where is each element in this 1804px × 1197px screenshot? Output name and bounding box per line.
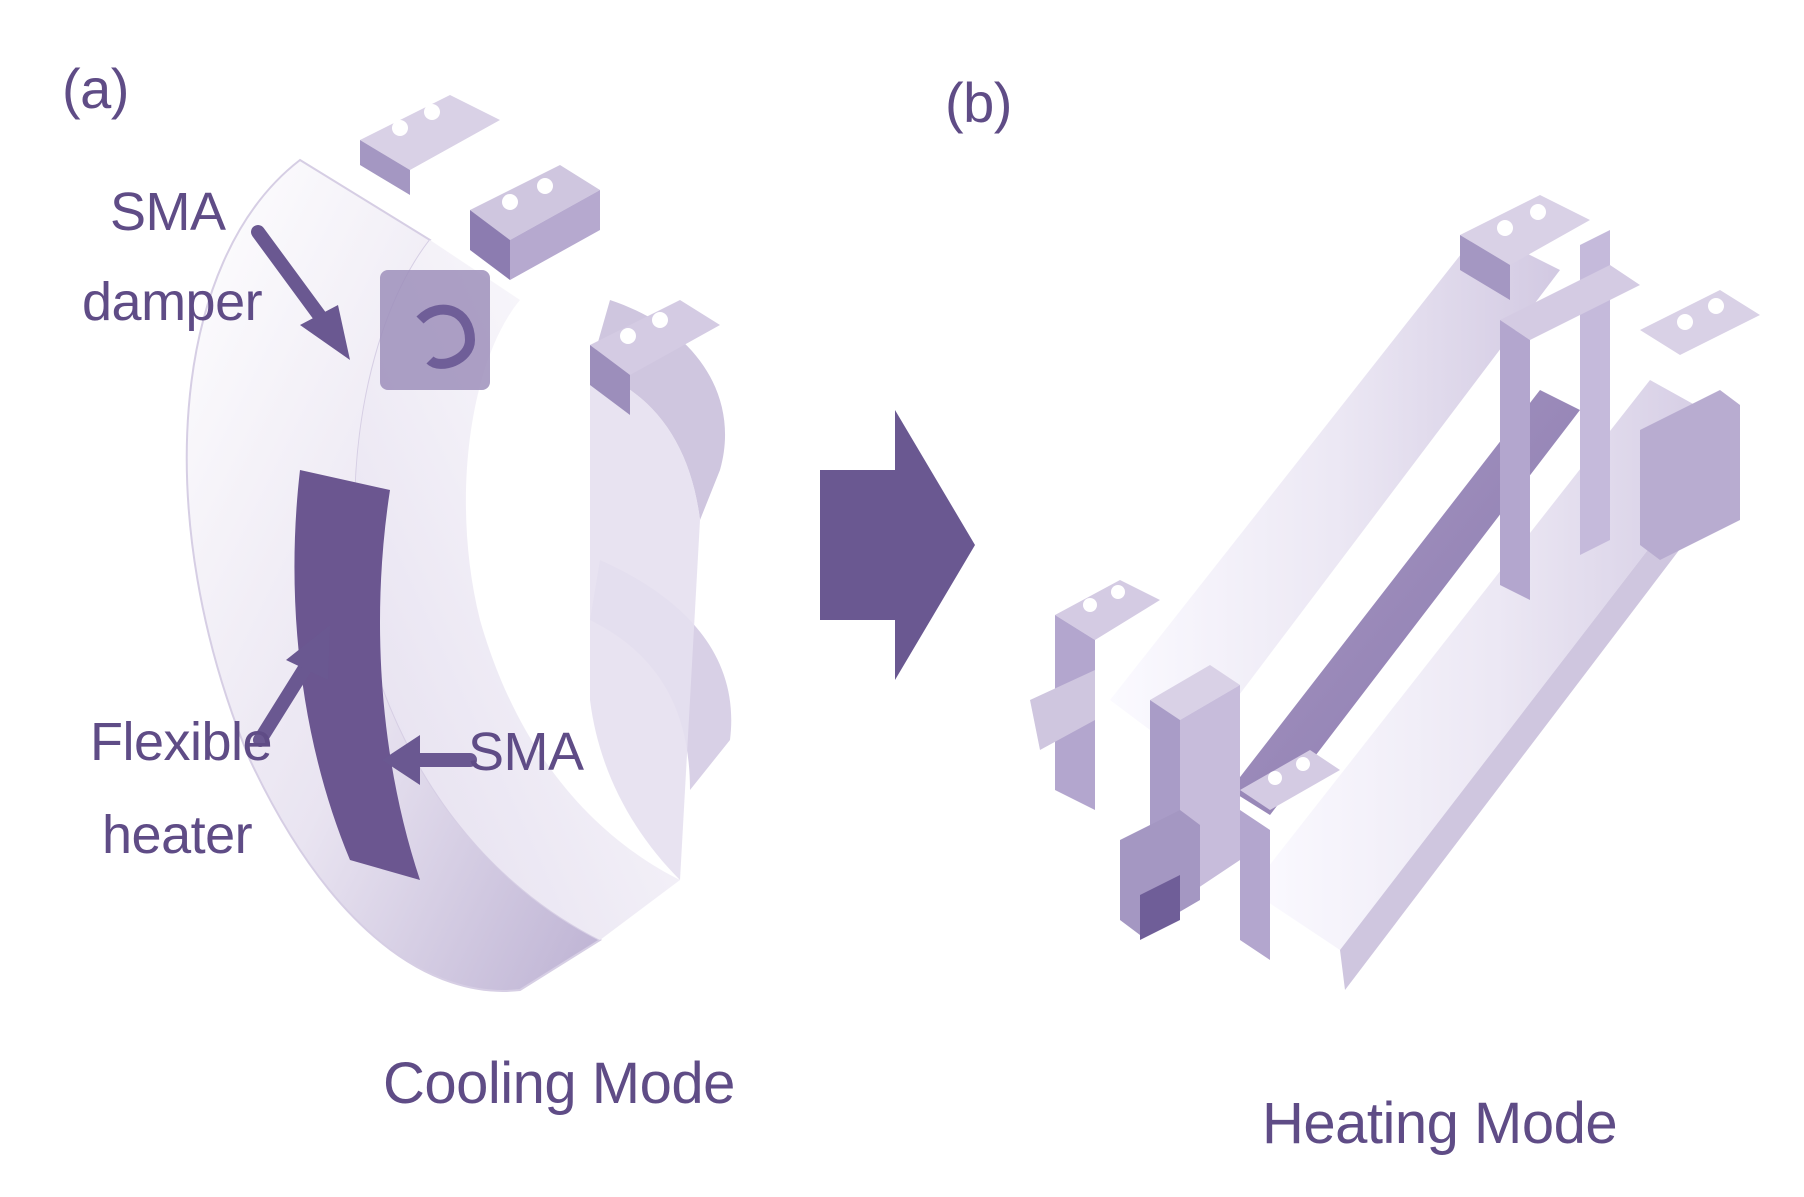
caption-heating-mode: Heating Mode <box>1262 1091 1618 1156</box>
label-sma-damper-line2: damper <box>82 272 263 332</box>
shell-segment-face <box>590 370 700 880</box>
flexible-heater-arrowhead <box>286 625 330 680</box>
cooling-mode-assembly <box>185 95 732 992</box>
transition-arrow <box>820 410 975 680</box>
panel-b-letter: (b) <box>945 71 1012 134</box>
flexible-heater-arrow <box>253 653 317 747</box>
label-flexible-heater-line1: Flexible <box>90 712 273 772</box>
sma-damper-arrowhead <box>300 305 350 360</box>
center-bar <box>1230 390 1580 815</box>
callout-arrows <box>251 225 477 785</box>
label-sma: SMA <box>468 722 584 782</box>
panel-a-letter: (a) <box>62 57 129 120</box>
back-frame <box>1460 195 1760 600</box>
caption-cooling-mode: Cooling Mode <box>383 1051 735 1116</box>
front-frame <box>1030 580 1340 960</box>
lower-tube <box>1250 380 1740 950</box>
sma-arrowhead <box>382 735 420 785</box>
sma-damper-arrow <box>251 225 337 337</box>
lower-tube-edge <box>1340 430 1740 990</box>
heating-mode-assembly <box>1030 195 1760 990</box>
sma-band <box>294 470 420 880</box>
label-flexible-heater-line2: heater <box>102 805 253 865</box>
upper-tube <box>1110 230 1560 760</box>
top-clamp <box>360 95 600 390</box>
right-clamp <box>590 300 720 415</box>
label-sma-damper-line1: SMA <box>110 182 226 242</box>
